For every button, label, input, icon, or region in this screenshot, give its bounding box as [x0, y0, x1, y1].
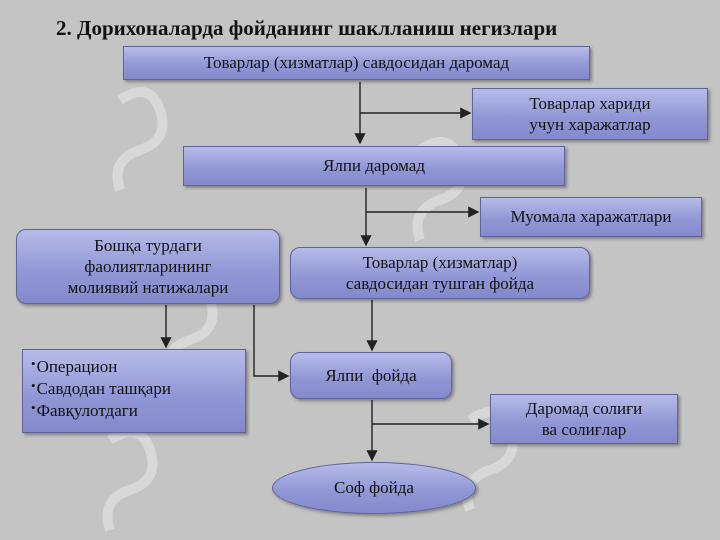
node-other-activities-line-1: Бошқа турдаги — [94, 235, 202, 255]
node-sales-profit-line-1: Товарлар (хизматлар) — [362, 252, 518, 272]
watermark-logo-1 — [112, 87, 168, 192]
node-gross-profit-label: Ялпи фойда — [325, 365, 417, 385]
node-purchase-costs-line-1: Товарлар хариди — [529, 93, 651, 113]
list-item-label: Операцион — [36, 357, 118, 376]
node-gross-income-label: Ялпи даромад — [323, 156, 425, 176]
node-purchase-costs: Товарлар хариди учун харажатлар — [472, 88, 708, 140]
node-purchase-costs-line-2: учун харажатлар — [529, 115, 651, 134]
list-item-label: Фавқулотдаги — [36, 401, 138, 421]
node-gross-profit: Ялпи фойда — [290, 352, 452, 399]
list-item: Фавқулотдаги — [31, 400, 245, 422]
node-taxes-line-2: ва солиғлар — [541, 420, 627, 439]
list-item-label: Савдодан ташқари — [36, 379, 171, 399]
node-revenue: Товарлар (хизматлар) савдосидан даромад — [123, 46, 590, 80]
list-item: Операцион — [31, 356, 245, 378]
node-sales-profit: Товарлар (хизматлар) савдосидан тушган ф… — [290, 247, 590, 299]
node-sales-profit-line-2: савдосидан тушган фойда — [345, 274, 535, 293]
node-other-activities-line-2: фаолиятларининг — [84, 256, 212, 276]
node-operating-costs: Муомала харажатлари — [480, 197, 702, 237]
node-net-profit: Соф фойда — [272, 462, 476, 514]
list-item: Савдодан ташқари — [31, 378, 245, 400]
node-taxes-line-1: Даромад солиғи — [525, 398, 643, 418]
node-net-profit-label: Соф фойда — [334, 478, 414, 498]
node-other-activities: Бошқа турдаги фаолиятларининг молиявий н… — [16, 229, 280, 304]
page-title: 2. Дорихоналарда фойданинг шаклланиш нег… — [56, 16, 558, 40]
node-taxes: Даромад солиғи ва солиғлар — [490, 394, 678, 444]
node-other-list: Операцион Савдодан ташқари Фавқулотдаги — [22, 349, 246, 433]
node-revenue-label: Товарлар (хизматлар) савдосидан даромад — [203, 53, 510, 73]
arrow-other-activities-to-gross-profit — [253, 305, 290, 382]
node-other-activities-line-3: молиявий натижалари — [67, 278, 229, 298]
node-gross-income: Ялпи даромад — [183, 146, 565, 186]
node-operating-costs-label: Муомала харажатлари — [510, 207, 672, 227]
